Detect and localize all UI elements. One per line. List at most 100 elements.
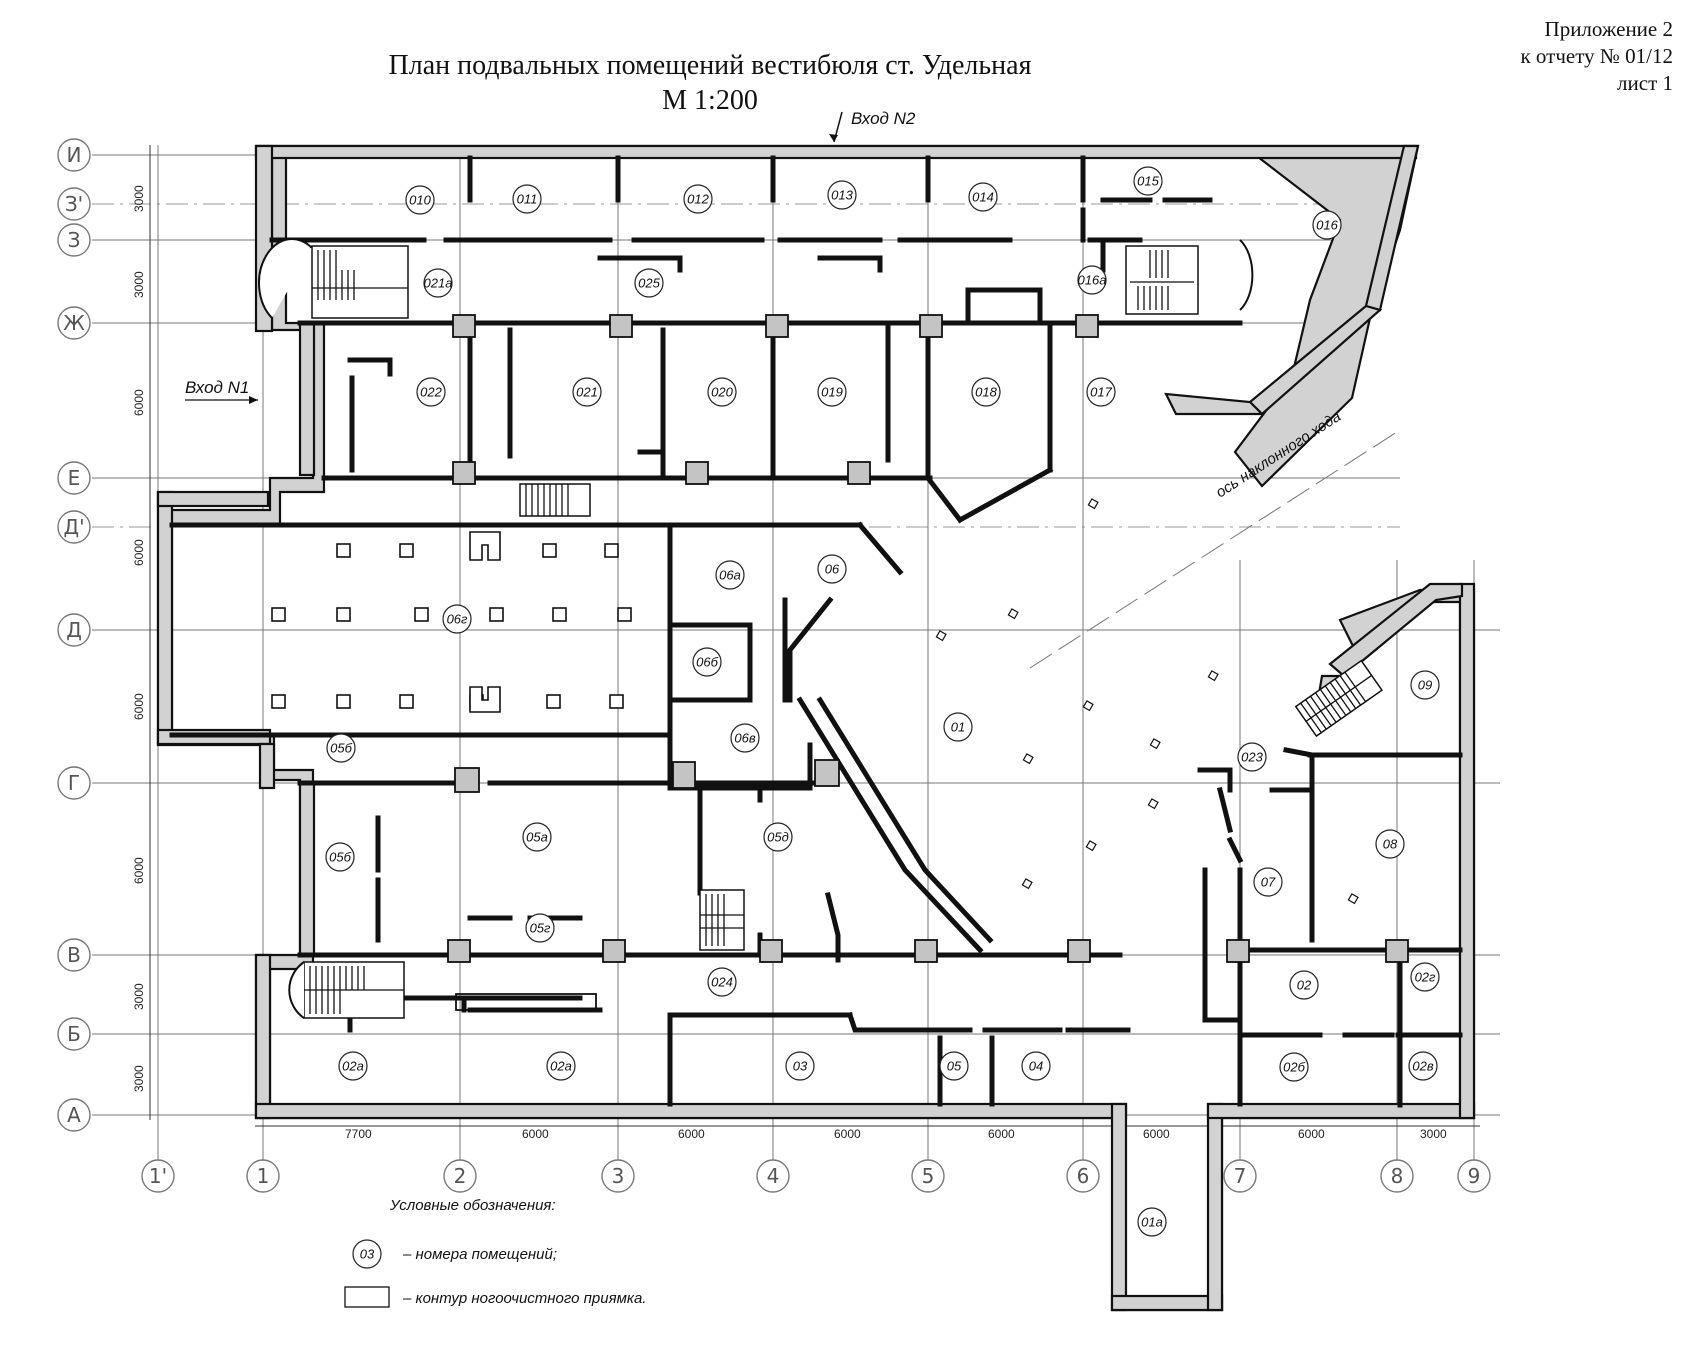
- row-axis-label: Д': [63, 515, 84, 539]
- bottom-dim: 3000: [1420, 1127, 1447, 1141]
- left-dim: 3000: [132, 1065, 146, 1092]
- col-axis-label: 4: [767, 1164, 780, 1188]
- legend: Условные обозначения: 03 – номера помеще…: [344, 1197, 646, 1308]
- row-axis-label: А: [67, 1103, 81, 1127]
- room-number: 019: [821, 385, 843, 400]
- room-number: 05a: [526, 830, 548, 845]
- drawing-title: План подвальных помещений вестибюля ст. …: [330, 48, 1090, 118]
- bottom-dim: 6000: [522, 1127, 549, 1141]
- room-number: 025: [638, 276, 660, 291]
- legend-room-sample: 03: [360, 1247, 375, 1262]
- row-axis-label: В: [67, 943, 81, 967]
- sheet-header: Приложение 2 к отчету № 01/12 лист 1: [1520, 16, 1673, 97]
- left-dim: 6000: [132, 389, 146, 416]
- title-line-2: М 1:200: [662, 85, 758, 116]
- room-number: 016: [1316, 218, 1338, 233]
- bottom-dim: 6000: [834, 1127, 861, 1141]
- room-number: 024: [711, 975, 733, 990]
- room-number: 05д: [767, 830, 789, 845]
- entrance-n1-label: Вход N1: [185, 378, 249, 397]
- room-number: 01: [951, 720, 965, 735]
- header-line-1: Приложение 2: [1544, 17, 1673, 41]
- col-axis-label: 1': [149, 1164, 167, 1188]
- room-number: 02б: [1283, 1060, 1305, 1075]
- legend-room-label: – номера помещений;: [402, 1246, 557, 1263]
- title-line-1: План подвальных помещений вестибюля ст. …: [388, 50, 1032, 81]
- room-number: 06a: [719, 568, 741, 583]
- entrance-n2: Вход N2: [829, 109, 916, 143]
- room-number: 018: [975, 385, 997, 400]
- room-number: 023: [1241, 750, 1263, 765]
- room-number: 021: [576, 385, 598, 400]
- room-number: 03: [793, 1059, 808, 1074]
- room-number: 010: [409, 193, 431, 208]
- room-number: 012: [687, 192, 709, 207]
- room-number: 020: [711, 385, 733, 400]
- room-number: 02a: [342, 1059, 364, 1074]
- room-number: 02: [1297, 978, 1312, 993]
- room-number: 02a: [550, 1059, 572, 1074]
- row-axis-label: Б: [67, 1022, 81, 1046]
- header-line-3: лист 1: [1617, 71, 1673, 95]
- room-number: 05г: [530, 921, 551, 936]
- row-axis-label: Д: [66, 618, 82, 642]
- row-axis-label: Е: [68, 466, 81, 490]
- columns: [447, 314, 1409, 963]
- row-axis-label: И: [67, 143, 82, 167]
- room-number: 05б: [330, 741, 352, 756]
- col-axis-label: 5: [922, 1164, 935, 1188]
- room-number: 015: [1137, 174, 1159, 189]
- left-dimensions: 3000 3000 6000 6000 6000 6000 3000 3000: [132, 185, 146, 1092]
- bottom-dim: 6000: [678, 1127, 705, 1141]
- legend-room-sample-bubble: [352, 1239, 382, 1269]
- hall-pillars: [271, 498, 1359, 905]
- room-number: 014: [972, 190, 994, 205]
- left-dim: 6000: [132, 693, 146, 720]
- room-number: 011: [517, 192, 538, 207]
- bottom-dim: 7700: [345, 1127, 372, 1141]
- bottom-dim: 6000: [988, 1127, 1015, 1141]
- legend-mat-swatch: [344, 1286, 390, 1308]
- room-number: 04: [1029, 1059, 1043, 1074]
- room-number: 06: [825, 562, 840, 577]
- room-number: 06б: [696, 655, 718, 670]
- room-number: 021a: [424, 276, 453, 291]
- col-axis-label: 2: [454, 1164, 467, 1188]
- room-number: 05б: [329, 850, 351, 865]
- row-axis-label: З: [68, 228, 81, 252]
- room-number: 08: [1383, 837, 1398, 852]
- row-axis-label: Ж: [63, 311, 85, 335]
- bottom-dim: 6000: [1298, 1127, 1325, 1141]
- room-number: 05: [947, 1059, 962, 1074]
- stairs: [258, 238, 1383, 1019]
- left-dim: 3000: [132, 983, 146, 1010]
- legend-heading: Условные обозначения:: [389, 1197, 556, 1214]
- left-dim: 3000: [132, 185, 146, 212]
- col-axis-label: 3: [612, 1164, 625, 1188]
- room-number: 016a: [1078, 273, 1107, 288]
- col-axis-label: 8: [1391, 1164, 1404, 1188]
- room-number: 013: [831, 188, 853, 203]
- left-dim: 3000: [132, 271, 146, 298]
- column-axis-bubbles: 1' 1 2 3 4 5 6 7 8 9: [141, 1159, 1491, 1193]
- left-dim: 6000: [132, 539, 146, 566]
- col-axis-label: 6: [1077, 1164, 1090, 1188]
- room-number: 09: [1418, 678, 1432, 693]
- entrance-n1: Вход N1: [185, 378, 258, 404]
- room-number: 02г: [1415, 970, 1436, 985]
- outer-walls: [156, 144, 1476, 1312]
- room-number: 02в: [1412, 1059, 1433, 1074]
- room-number: 06г: [447, 612, 468, 627]
- entrance-n2-label: Вход N2: [851, 109, 916, 128]
- inclined-passage-axis: [1029, 429, 1401, 669]
- row-axis-bubbles: И З' З Ж Е Д' Д Г В Б А: [57, 138, 91, 1132]
- mat-outlines: [455, 993, 597, 1011]
- col-axis-label: 7: [1234, 1164, 1247, 1188]
- room-number: 022: [420, 385, 442, 400]
- room-number: 017: [1090, 385, 1112, 400]
- left-dim: 6000: [132, 857, 146, 884]
- col-axis-label: 9: [1468, 1164, 1481, 1188]
- row-axis-label: Г: [68, 771, 80, 795]
- bottom-dim: 6000: [1143, 1127, 1170, 1141]
